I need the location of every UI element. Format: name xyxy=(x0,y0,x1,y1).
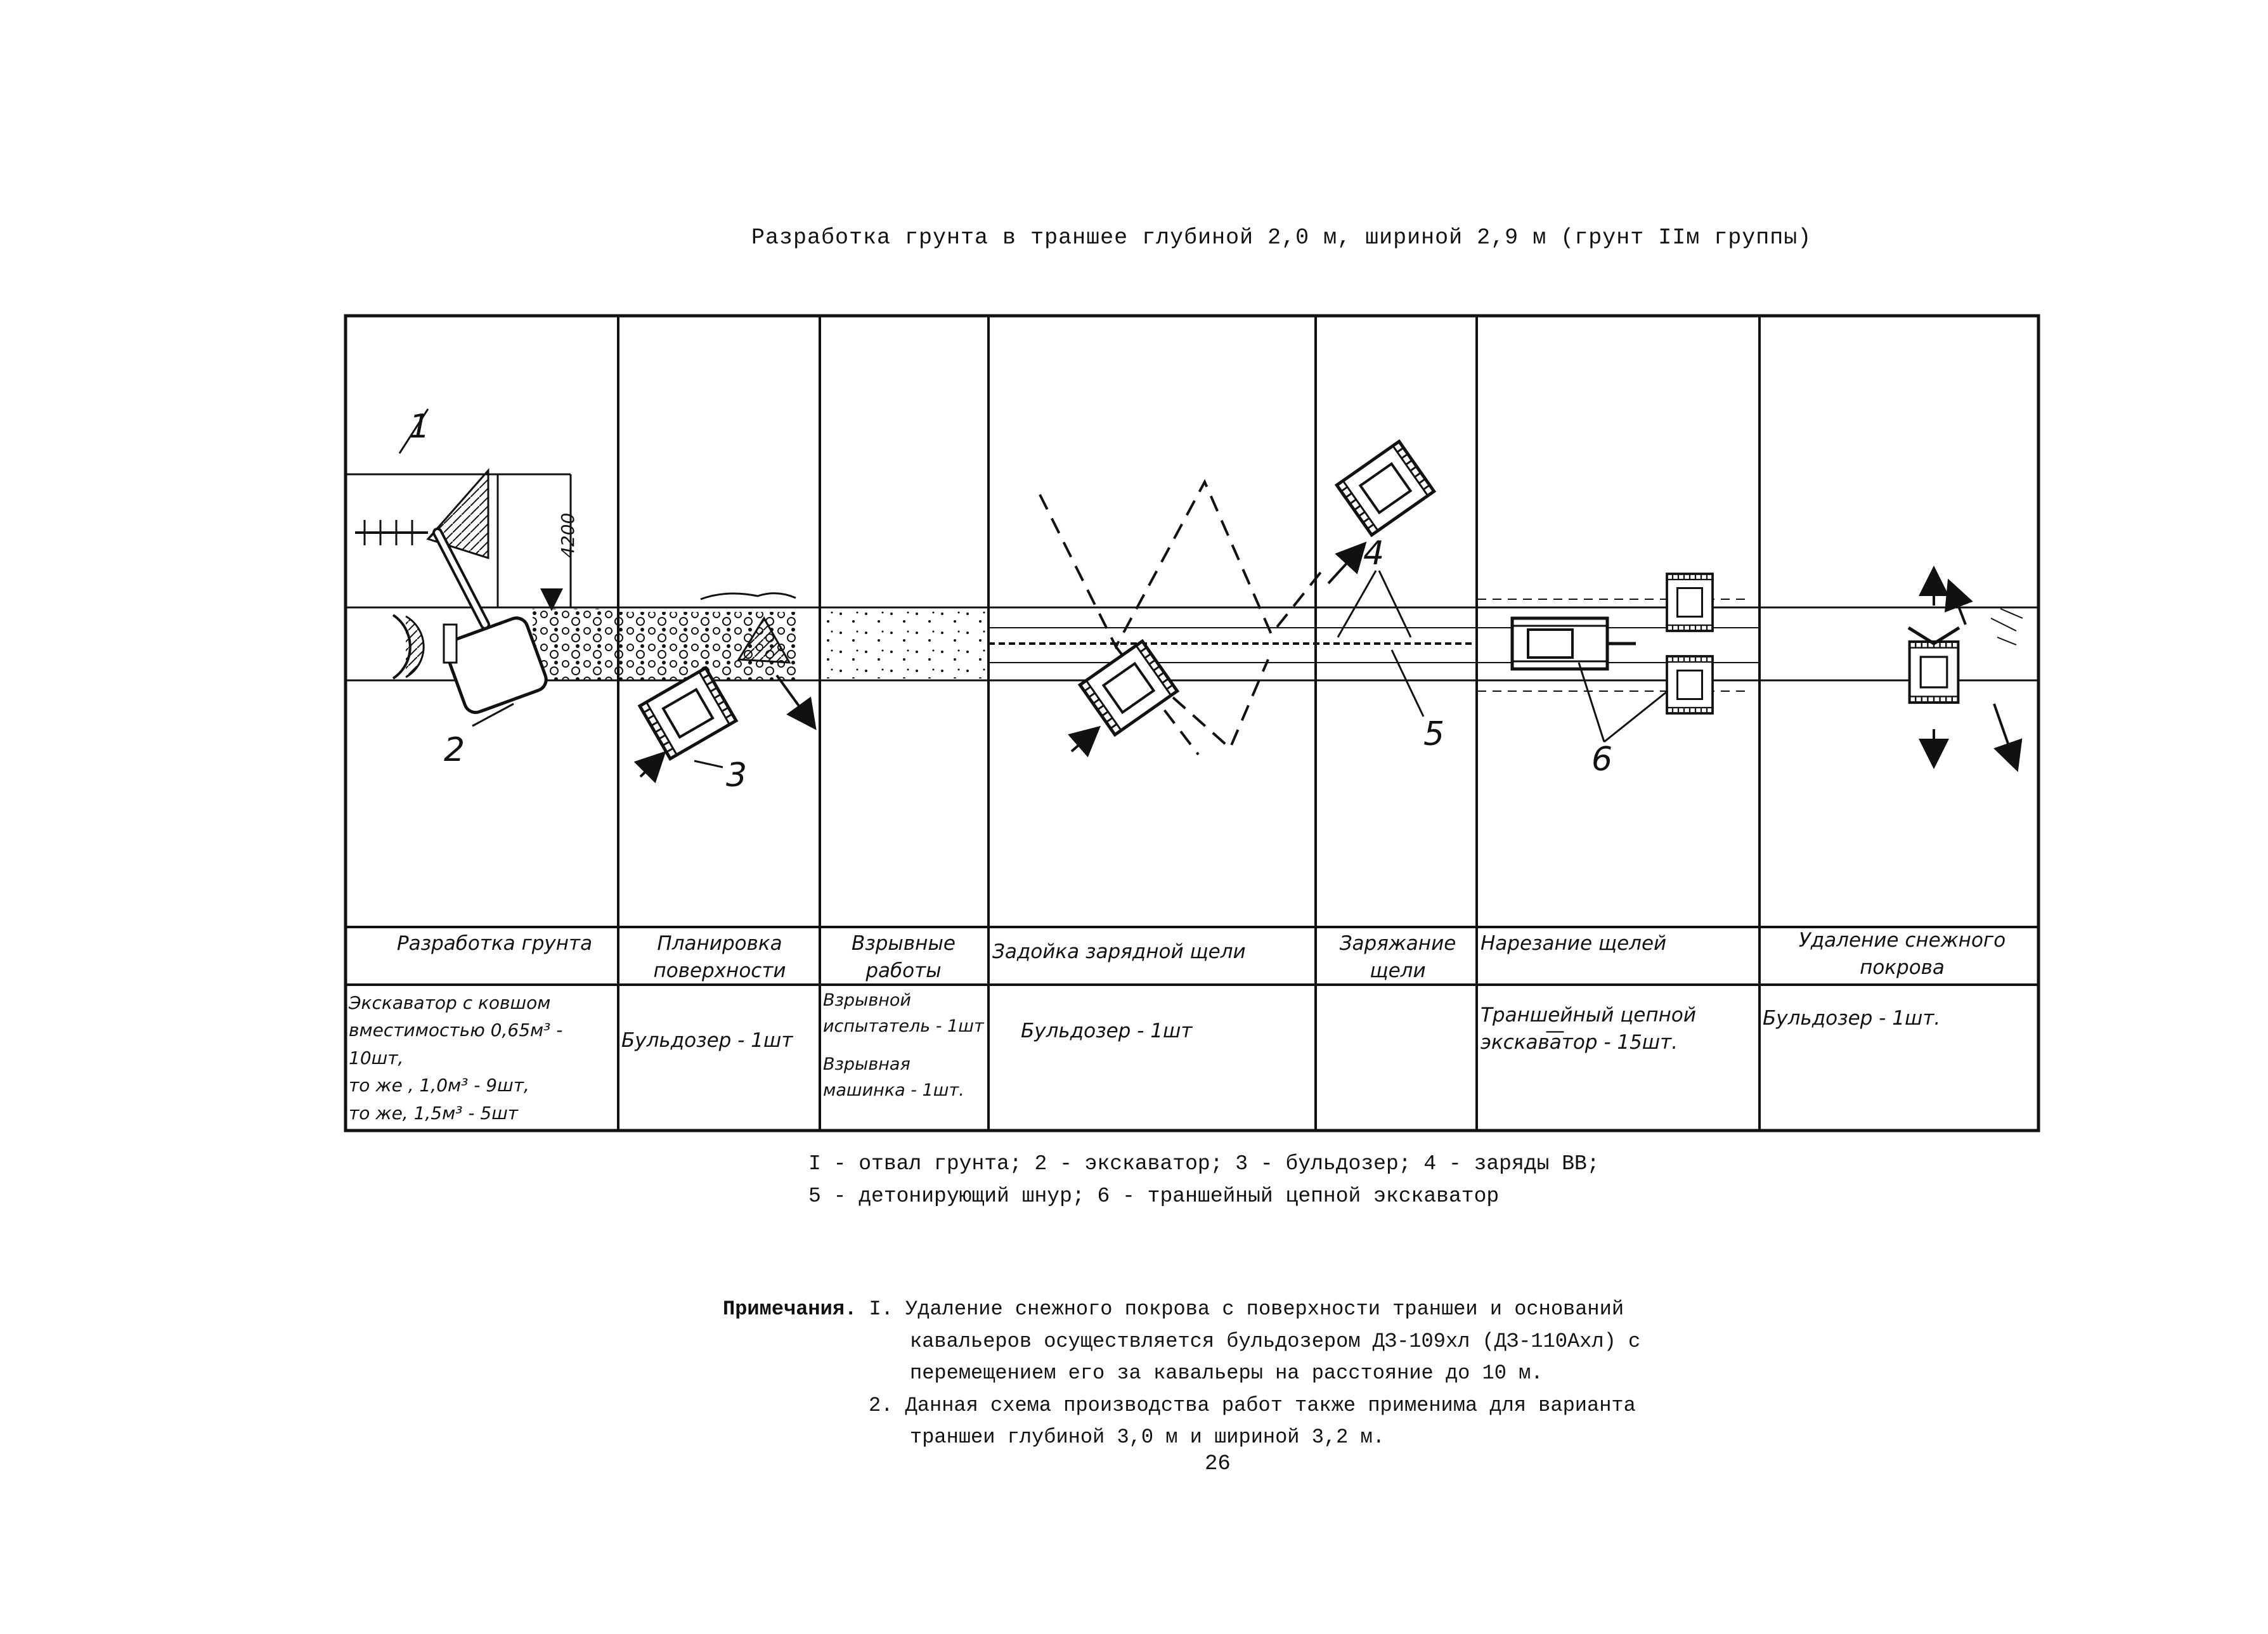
callout-6: 6 xyxy=(1591,741,1612,779)
machine-line: Взрывная машинка - 1шт. xyxy=(823,1054,964,1100)
operation-name: Взрывные работы xyxy=(852,932,956,983)
note-text: перемещением его за кавальеры на расстоя… xyxy=(910,1361,1543,1385)
operation-name: Разработка грунта xyxy=(396,932,593,955)
legend-line: I - отвал грунта; 2 - экскаватор; 3 - бу… xyxy=(808,1152,1600,1176)
table-frame xyxy=(344,314,2040,1132)
machine-line: Бульдозер - 1шт xyxy=(621,1029,793,1052)
callout-2: 2 xyxy=(444,731,465,769)
legend-line: 5 - детонирующий шнур; 6 - траншейный це… xyxy=(808,1184,1500,1209)
note-text: кавальеров осуществляется бульдозером ДЗ… xyxy=(910,1329,1641,1353)
callout-3: 3 xyxy=(726,756,747,794)
backfill-charging-sketch: 4 5 xyxy=(1039,441,1444,758)
operation-name: Планировка поверхности xyxy=(653,932,786,983)
dimension-label: 4200 xyxy=(557,513,578,558)
blasting-sketch xyxy=(824,610,986,678)
page-number: 26 xyxy=(1205,1452,1231,1476)
operation-name: Задойка зарядной щели xyxy=(992,940,1246,963)
machine-line: то же, 1,5м³ - 5шт xyxy=(349,1102,519,1124)
callout-4: 4 xyxy=(1363,535,1384,573)
callout-1: 1 xyxy=(409,408,430,446)
operation-name: Удаление снежного покрова xyxy=(1798,929,2006,980)
machine-line: то же , 1,0м³ - 9шт, xyxy=(349,1075,529,1096)
operation-name: Заряжание щели xyxy=(1339,932,1456,983)
diagram-title: Разработка грунта в траншее глубиной 2,0… xyxy=(751,225,1812,250)
machine-line: — xyxy=(1545,1020,1565,1042)
notes: Примечания. I. Удаление снежного покрова… xyxy=(723,1294,1640,1454)
note-text: 2. Данная схема производства работ также… xyxy=(869,1393,1636,1417)
machine-line: Бульдозер - 1шт. xyxy=(1763,1007,1941,1030)
machines-cell: Взрывной испытатель - 1шт Взрывная машин… xyxy=(823,988,985,1103)
planning-sketch: 3 xyxy=(618,592,817,794)
machine-line: Траншейный цепной экскаватор - 15шт. xyxy=(1481,1004,1697,1054)
snow-removal-sketch xyxy=(1907,566,2023,772)
machines-cell: Экскаватор с ковшом вместимостью 0,65м³ … xyxy=(349,989,615,1127)
legend: I - отвал грунта; 2 - экскаватор; 3 - бу… xyxy=(808,1148,1600,1212)
note-text: траншеи глубиной 3,0 м и шириной 3,2 м. xyxy=(910,1425,1385,1449)
machine-line: Взрывной испытатель - 1шт xyxy=(823,990,984,1036)
operation-name: Нарезание щелей xyxy=(1481,932,1667,955)
trench-cutting-sketch: 6 xyxy=(1510,573,1714,779)
note-text: I. Удаление снежного покрова с поверхнос… xyxy=(869,1297,1624,1321)
machine-line: Экскаватор с ковшом вместимостью 0,65м³ … xyxy=(349,992,563,1068)
machine-line: Бульдозер - 1шт xyxy=(1021,1020,1193,1042)
callout-5: 5 xyxy=(1423,715,1444,753)
notes-heading: Примечания. xyxy=(723,1297,857,1321)
excavation-sketch: 4200 1 2 xyxy=(344,408,618,769)
